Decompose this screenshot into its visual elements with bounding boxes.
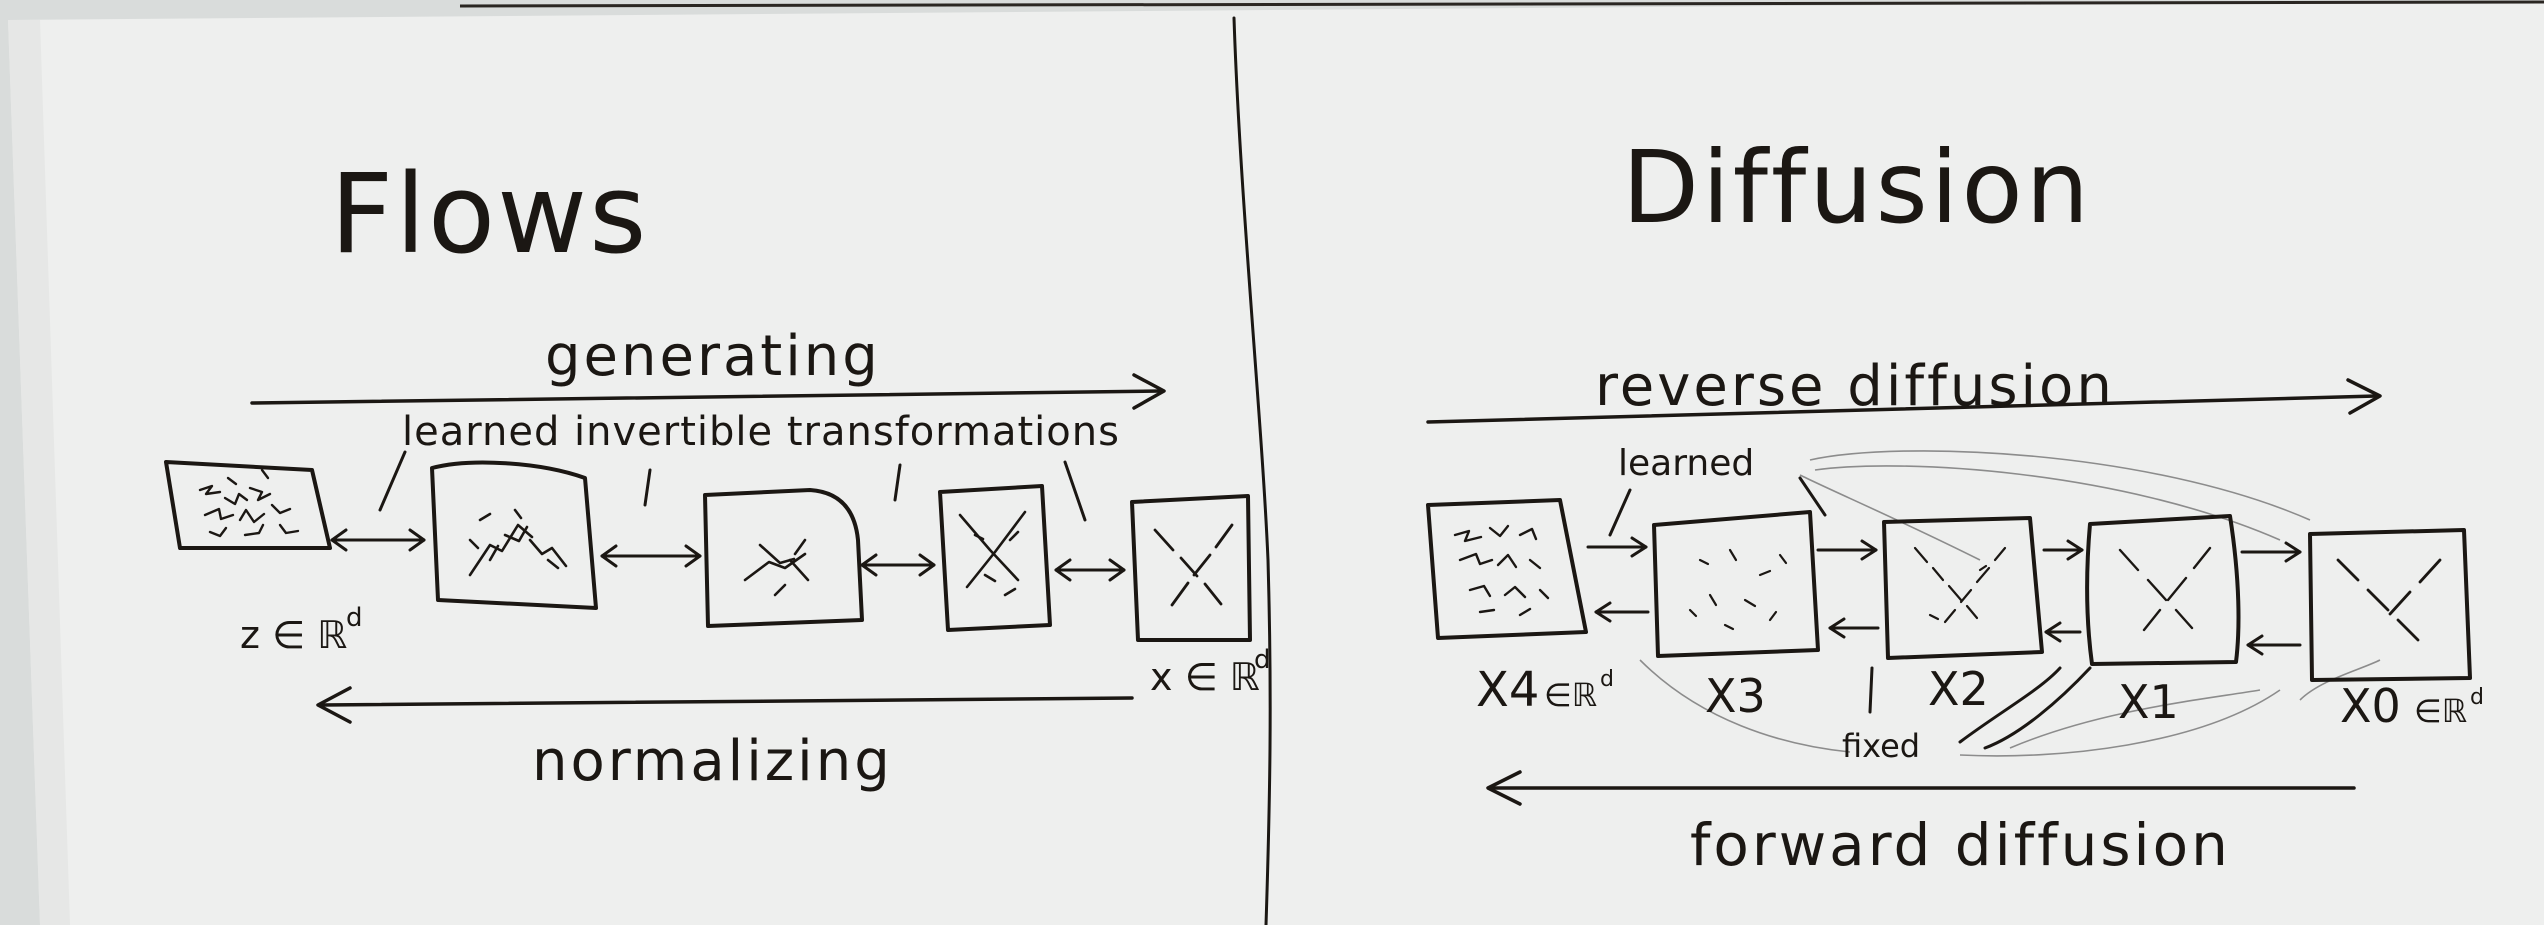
flows-z-superscript: d <box>346 603 363 633</box>
diffusion-box-x0 <box>2308 528 2472 682</box>
node-sup-x0: d <box>2470 685 2484 710</box>
flow-box-x <box>1130 494 1252 642</box>
diffusion-box-x1 <box>2085 514 2241 666</box>
diffusion-fixed-label: fixed <box>1842 727 1920 765</box>
node-suffix-x0: ∈ℝ <box>2414 692 2467 730</box>
diffusion-bracket-curves <box>1639 450 2381 757</box>
diffusion-reverse-label: reverse diffusion <box>1595 354 2115 419</box>
node-suffix-x4: ∈ℝ <box>1544 676 1597 714</box>
flow-box-3 <box>703 488 864 628</box>
flows-x-superscript: d <box>1254 645 1271 675</box>
transform-pointer-ticks <box>378 450 1087 522</box>
flows-x-label: x ∈ ℝ <box>1150 655 1260 699</box>
diffusion-box-x3 <box>1652 510 1820 658</box>
diffusion-step-arrows <box>1586 536 2302 656</box>
normalizing-arrow <box>316 686 1134 724</box>
flows-z-label: z ∈ ℝ <box>240 613 347 657</box>
fixed-pointer-ticks <box>1868 666 2092 750</box>
paper-sheet <box>8 0 2544 925</box>
flows-title: Flows <box>330 150 648 278</box>
node-label-x1: X1 <box>2118 675 2179 729</box>
diffusion-forward-label: forward diffusion <box>1690 811 2231 879</box>
flows-normalizing-label: normalizing <box>532 729 893 794</box>
generating-arrow <box>250 373 1166 410</box>
flow-box-z <box>164 460 332 550</box>
node-label-x2: X2 <box>1928 662 1989 716</box>
forward-diffusion-arrow <box>1486 770 2356 806</box>
flow-box-2 <box>430 460 598 610</box>
flows-transform-label: learned invertible transformations <box>402 409 1120 455</box>
learned-pointer-ticks <box>1608 476 1827 537</box>
flow-double-arrows <box>330 528 1126 582</box>
diffusion-title: Diffusion <box>1622 129 2092 246</box>
node-sup-x4: d <box>1600 667 1614 692</box>
diffusion-learned-label: learned <box>1618 443 1754 484</box>
node-label-x3: X3 <box>1705 669 1766 723</box>
node-label-x4: X4 <box>1476 662 1539 718</box>
diffusion-box-x4 <box>1426 498 1588 640</box>
flow-box-4 <box>938 484 1052 632</box>
node-label-x0: X0 <box>2340 679 2401 733</box>
diffusion-node-labels: X4 ∈ℝ d X3 X2 X1 X0 ∈ℝ d <box>1476 662 2484 733</box>
flows-generating-label: generating <box>545 324 881 389</box>
reverse-diffusion-arrow <box>1426 378 2382 424</box>
diffusion-box-x2 <box>1882 516 2044 660</box>
center-divider <box>1232 16 1272 925</box>
